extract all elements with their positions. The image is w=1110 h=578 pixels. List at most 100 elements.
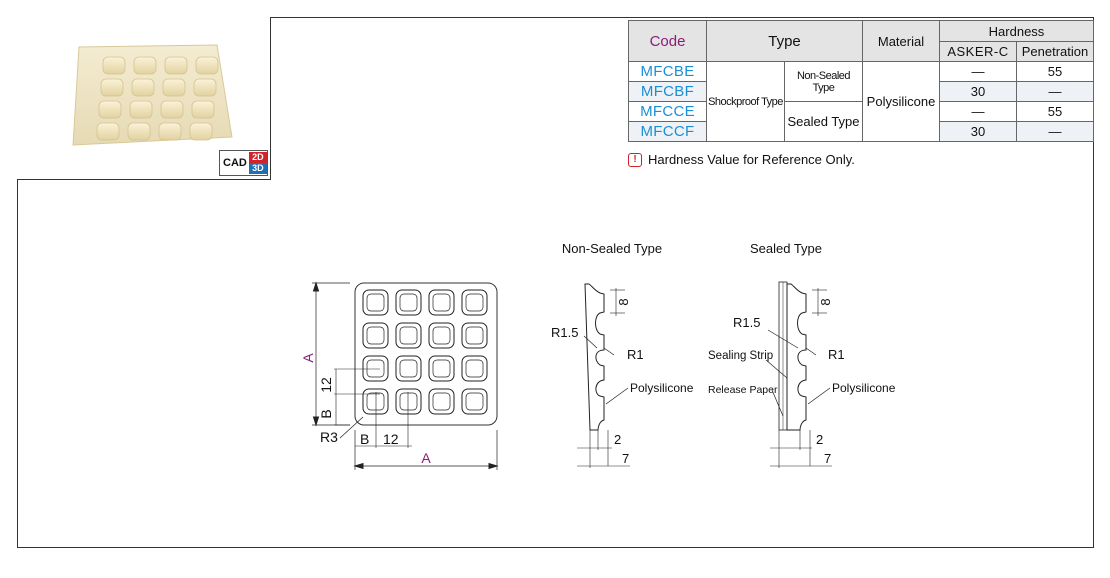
asker-cell: 30 <box>939 121 1017 142</box>
front-cell <box>362 388 389 415</box>
non-sealed-material: Polysilicone <box>630 381 694 395</box>
front-cell <box>428 289 455 316</box>
dim-A-horizontal: A <box>421 450 431 466</box>
asker-cell: — <box>939 101 1017 122</box>
non-sealed-r1: R1 <box>627 347 644 362</box>
non-sealed-profile <box>584 283 605 431</box>
type-group: Shockproof Type <box>706 61 785 142</box>
front-cell <box>461 322 488 349</box>
cad-label: CAD <box>223 157 247 169</box>
photo-bump <box>96 122 120 141</box>
penetration-cell: — <box>1016 81 1094 102</box>
release-paper-label: Release Paper <box>708 384 778 396</box>
code-cell[interactable]: MFCBF <box>628 81 707 102</box>
sealed-r1: R1 <box>828 347 845 362</box>
front-cell-inner <box>399 293 418 312</box>
note-text: Hardness Value for Reference Only. <box>648 152 855 167</box>
code-cell[interactable]: MFCCE <box>628 101 707 122</box>
penetration-cell: — <box>1016 121 1094 142</box>
non-sealed-r15: R1.5 <box>551 325 578 340</box>
front-cell <box>428 355 455 382</box>
exclamation-icon: ! <box>628 152 642 167</box>
sealed-title: Sealed Type <box>750 241 822 256</box>
non-sealed-dim-7: 7 <box>622 451 629 466</box>
type-sealed: Sealed Type <box>784 101 863 142</box>
front-cell <box>461 355 488 382</box>
code-cell[interactable]: MFCCF <box>628 121 707 142</box>
cad-3d-badge: 3D <box>248 163 267 174</box>
front-cell <box>395 322 422 349</box>
photo-bump <box>162 78 186 97</box>
front-plate <box>354 282 498 426</box>
type-non-sealed: Non-Sealed Type <box>784 61 863 102</box>
dim-12-horizontal: 12 <box>383 431 399 447</box>
dim-12-vertical: 12 <box>318 377 334 393</box>
non-sealed-title: Non-Sealed Type <box>562 241 662 256</box>
front-cell <box>428 322 455 349</box>
dim-A-vertical: A <box>300 353 316 363</box>
material-cell: Polysilicone <box>862 61 940 142</box>
photo-bump <box>189 122 213 141</box>
spec-table: Code Type Material Hardness ASKER-C Pene… <box>628 20 1094 142</box>
sealed-dim-2: 2 <box>816 432 823 447</box>
non-sealed-dim-8: 8 <box>616 298 631 305</box>
photo-bump <box>100 78 124 97</box>
dim-B-vertical: B <box>318 409 334 418</box>
photo-bump <box>158 122 182 141</box>
sealed-material: Polysilicone <box>832 381 896 395</box>
front-cell-inner <box>399 392 418 411</box>
sealed-strip-label: Sealing Strip <box>708 350 773 362</box>
front-cell-inner <box>399 359 418 378</box>
photo-bump <box>131 78 155 97</box>
penetration-cell: 55 <box>1016 101 1094 122</box>
dim-B-horizontal: B <box>360 431 369 447</box>
header-code: Code <box>628 20 707 62</box>
front-cell-inner <box>366 293 385 312</box>
front-cell <box>362 289 389 316</box>
header-penetration: Penetration <box>1016 41 1094 62</box>
product-photo <box>72 44 233 146</box>
page-frame <box>17 17 1094 548</box>
header-type: Type <box>706 20 863 62</box>
front-cell <box>362 322 389 349</box>
front-cell <box>362 355 389 382</box>
sealed-dim-8: 8 <box>818 298 833 305</box>
front-cell <box>395 355 422 382</box>
front-cell-inner <box>465 359 484 378</box>
front-cell-inner <box>432 326 451 345</box>
photo-bump <box>127 122 151 141</box>
hardness-note: ! Hardness Value for Reference Only. <box>628 152 855 167</box>
cad-badge[interactable]: CAD 2D 3D <box>219 150 268 176</box>
photo-bump <box>129 100 153 119</box>
non-sealed-dim-2: 2 <box>614 432 621 447</box>
front-cell <box>461 388 488 415</box>
photo-bump <box>164 56 188 75</box>
front-cell-inner <box>432 392 451 411</box>
front-cell-inner <box>432 359 451 378</box>
photo-bump <box>193 78 217 97</box>
front-cell <box>428 388 455 415</box>
front-cell-inner <box>366 326 385 345</box>
header-hardness: Hardness <box>939 20 1094 42</box>
photo-bump <box>133 56 157 75</box>
front-cell-inner <box>366 359 385 378</box>
sealed-dim-7: 7 <box>824 451 831 466</box>
photo-bump <box>102 56 126 75</box>
dim-R3: R3 <box>320 429 338 445</box>
front-cell-inner <box>465 293 484 312</box>
front-cell-inner <box>465 326 484 345</box>
front-cell-inner <box>432 293 451 312</box>
photo-bump <box>98 100 122 119</box>
sealed-r15: R1.5 <box>733 315 760 330</box>
asker-cell: 30 <box>939 81 1017 102</box>
photo-bump <box>160 100 184 119</box>
code-cell[interactable]: MFCBE <box>628 61 707 82</box>
front-cell <box>461 289 488 316</box>
front-cell-inner <box>399 326 418 345</box>
front-cell <box>395 388 422 415</box>
photo-bump <box>191 100 215 119</box>
header-material: Material <box>862 20 940 62</box>
cad-2d-badge: 2D <box>248 152 267 163</box>
penetration-cell: 55 <box>1016 61 1094 82</box>
sealed-profile <box>786 283 807 431</box>
